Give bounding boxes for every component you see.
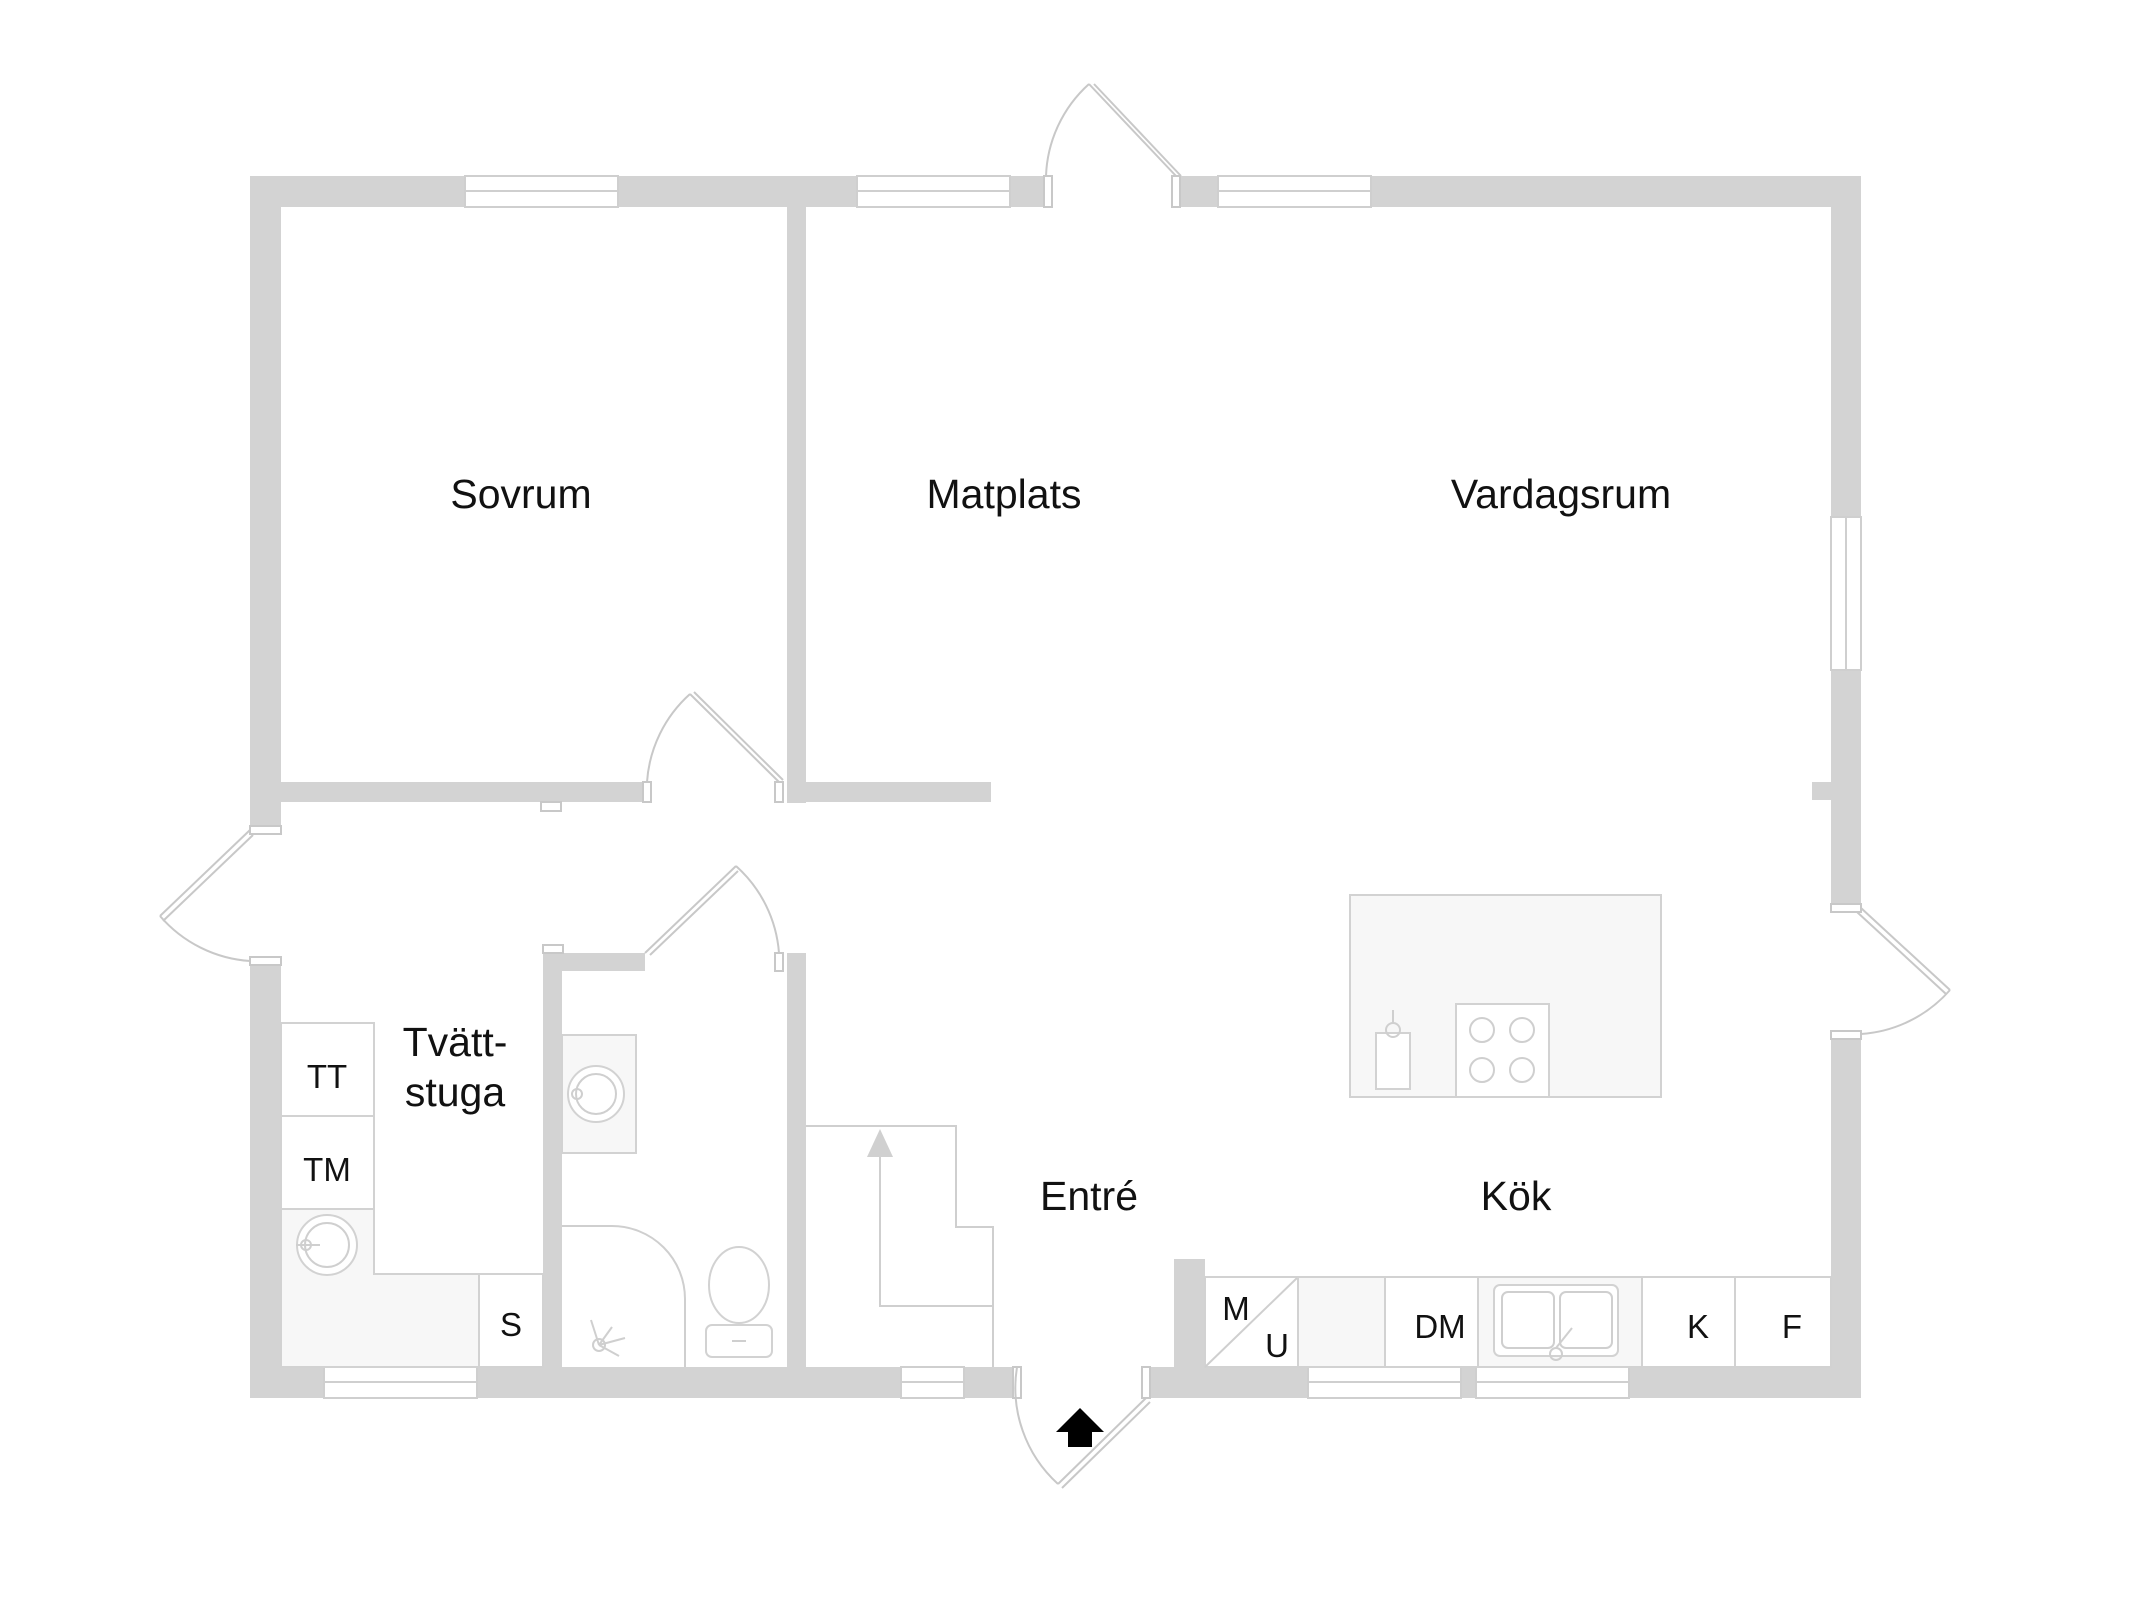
appliance-label-s: S (500, 1306, 522, 1343)
wall-kitchen-end (1174, 1259, 1205, 1367)
appliance-label-u: U (1265, 1327, 1289, 1364)
appliance-s (478, 1273, 544, 1368)
doors (159, 83, 1951, 1489)
room-label-tvattstuga-line2: stuga (405, 1069, 505, 1115)
counter-blank (1297, 1276, 1386, 1368)
room-label-matplats: Matplats (927, 471, 1082, 517)
appliance-label-m: M (1222, 1290, 1250, 1327)
shower-curve (562, 1225, 686, 1367)
appliance-label-tt: TT (307, 1058, 347, 1095)
room-label-entre: Entré (1040, 1173, 1138, 1219)
door-bedroom (642, 691, 784, 803)
door-entrance (1012, 1366, 1151, 1489)
wall-bedroom-bottom (281, 782, 649, 802)
wall-left-upper (250, 176, 281, 828)
wall-bath-right (787, 953, 806, 1367)
stair-direction-arrow-icon (867, 1129, 893, 1157)
kitchen-island (1349, 894, 1662, 1098)
door-bathroom (542, 865, 784, 972)
appliance-label-tm: TM (303, 1151, 351, 1188)
island-sink (1375, 1032, 1411, 1090)
wall-bath-top (562, 953, 645, 971)
wall-left-lower (250, 963, 281, 1398)
appliance-tt (280, 1022, 375, 1117)
appliance-dm (1384, 1276, 1479, 1368)
room-label-kok: Kök (1481, 1173, 1552, 1219)
room-label-sovrum: Sovrum (450, 471, 591, 517)
appliance-label-dm: DM (1414, 1308, 1465, 1345)
room-label-tvattstuga-line1: Tvätt- (403, 1019, 508, 1065)
staircase (806, 1125, 994, 1367)
laundry-fixtures (280, 1022, 544, 1368)
appliance-label-k: K (1687, 1308, 1709, 1345)
entrance-arrow-icon (1056, 1408, 1104, 1447)
appliance-label-f: F (1782, 1308, 1802, 1345)
door-top (1043, 83, 1182, 208)
appliance-k (1641, 1276, 1736, 1368)
wall-bedroom-right (787, 207, 806, 803)
cooktop (1455, 1003, 1550, 1098)
bathroom-fixtures (561, 1034, 773, 1367)
wall-dining-bottom (806, 782, 991, 802)
kitchen-counter (1204, 1276, 1832, 1368)
door-right (1830, 903, 1951, 1040)
toilet-icon (705, 1246, 773, 1358)
room-label-vardagsrum: Vardagsrum (1451, 471, 1671, 517)
door-left (159, 825, 282, 966)
room-labels: Sovrum Matplats Vardagsrum Tvätt- stuga … (403, 471, 1672, 1219)
interior-walls (281, 207, 1205, 1367)
wall-right-stub (1812, 782, 1832, 800)
shower-icon (590, 1319, 626, 1357)
appliance-labels: TT TM S M U DM K F (303, 1058, 1802, 1364)
wall-right-lower (1831, 1038, 1861, 1398)
wall-laundry-right (543, 953, 562, 1367)
appliance-f (1734, 1276, 1832, 1368)
wall-marker (540, 801, 562, 812)
